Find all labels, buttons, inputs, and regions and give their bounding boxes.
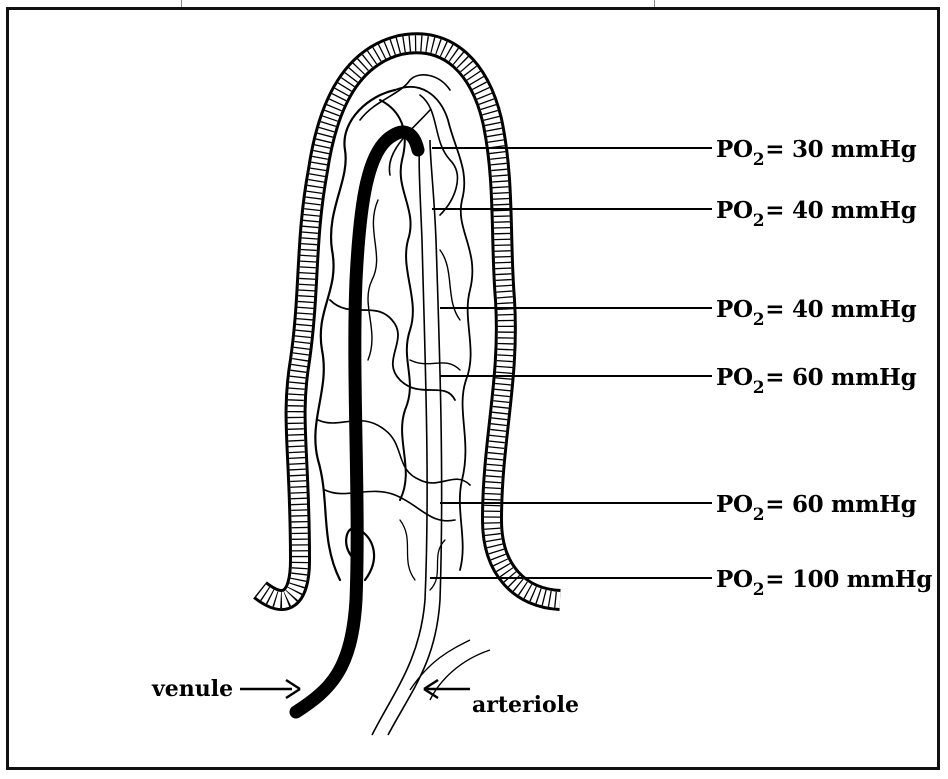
po2-prefix: PO bbox=[716, 491, 753, 518]
po2-value: = 60 mmHg bbox=[765, 491, 916, 518]
arteriole-wall-left bbox=[372, 140, 427, 735]
po2-value: = 40 mmHg bbox=[765, 296, 916, 323]
po2-prefix: PO bbox=[716, 136, 753, 163]
po2-subscript: 2 bbox=[753, 580, 765, 600]
po2-value: = 40 mmHg bbox=[765, 197, 916, 224]
po2-reading-6: PO2= 100 mmHg bbox=[716, 568, 932, 591]
leader-lines bbox=[430, 148, 712, 578]
capillary-network bbox=[315, 75, 472, 590]
po2-reading-1: PO2= 30 mmHg bbox=[716, 138, 916, 161]
venule-arrow bbox=[240, 680, 300, 698]
po2-value: = 30 mmHg bbox=[765, 136, 916, 163]
po2-reading-2: PO2= 40 mmHg bbox=[716, 199, 916, 222]
po2-reading-5: PO2= 60 mmHg bbox=[716, 493, 916, 516]
arteriole-label: arteriole bbox=[472, 694, 579, 716]
po2-prefix: PO bbox=[716, 296, 753, 323]
po2-reading-3: PO2= 40 mmHg bbox=[716, 298, 916, 321]
venule-label: venule bbox=[152, 678, 233, 700]
po2-prefix: PO bbox=[716, 197, 753, 224]
arteriole-arrow bbox=[424, 680, 470, 698]
po2-prefix: PO bbox=[716, 364, 753, 391]
po2-value: = 60 mmHg bbox=[765, 364, 916, 391]
po2-subscript: 2 bbox=[753, 505, 765, 525]
arteriole-wall-right bbox=[388, 140, 442, 735]
po2-subscript: 2 bbox=[753, 378, 765, 398]
po2-value: = 100 mmHg bbox=[765, 566, 932, 593]
po2-subscript: 2 bbox=[753, 211, 765, 231]
po2-prefix: PO bbox=[716, 566, 753, 593]
po2-reading-4: PO2= 60 mmHg bbox=[716, 366, 916, 389]
po2-subscript: 2 bbox=[753, 310, 765, 330]
po2-subscript: 2 bbox=[753, 150, 765, 170]
base-stroma-lines bbox=[410, 640, 490, 700]
